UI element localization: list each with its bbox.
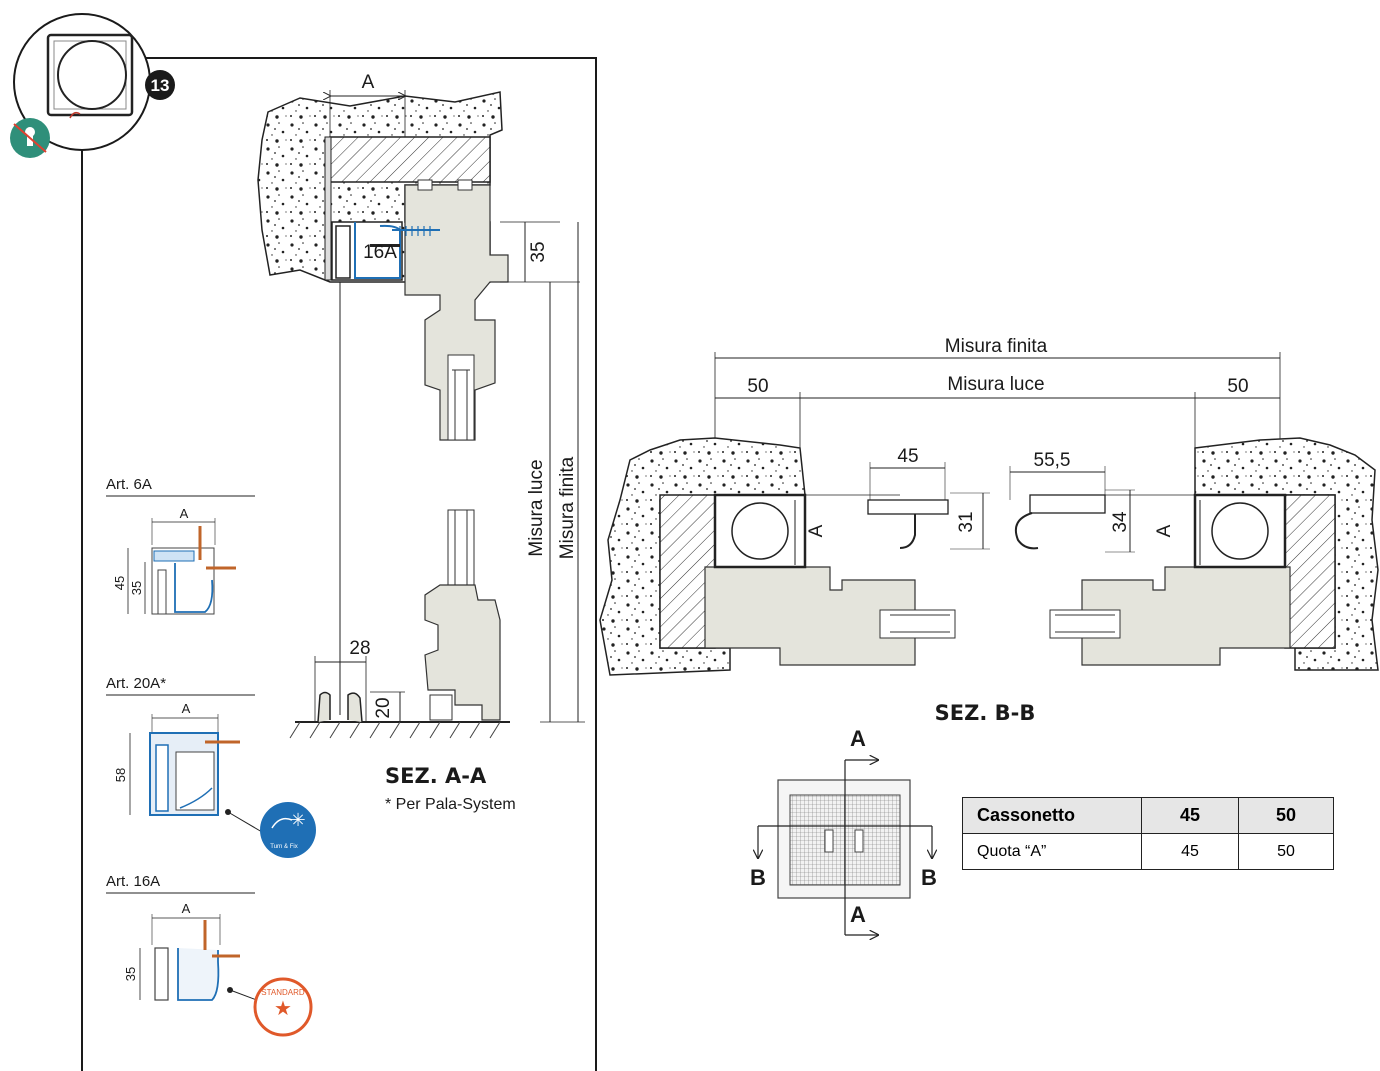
- cassonetto-table: Cassonetto 45 50 Quota “A” 45 50: [962, 797, 1334, 870]
- key-plan-a-bottom: A: [850, 902, 866, 927]
- section-aa-frame: [81, 57, 597, 1071]
- section-bb-right-box: A: [1100, 493, 1287, 569]
- dim-misura-luce-aa: Misura luce: [526, 282, 551, 722]
- bb-dim-34: 34: [1110, 511, 1131, 533]
- dim-35-label: 35: [528, 241, 549, 262]
- key-plan-b-right: B: [921, 865, 937, 890]
- standard-badge-text: STANDARD: [261, 988, 305, 997]
- bb-dim-50-right: 50: [1227, 376, 1248, 397]
- article-20a-dim-a: A: [182, 701, 191, 716]
- section-bb-right-wall: [1049, 437, 1379, 671]
- article-6a-title: Art. 6A: [106, 476, 152, 493]
- callout-number-badge: 13: [145, 70, 175, 100]
- bb-dim-31: 31: [956, 511, 977, 532]
- bb-dim-50-left: 50: [747, 376, 768, 397]
- key-plan: A A B B: [750, 726, 937, 935]
- bb-dim-55-5: 55,5: [1034, 450, 1071, 471]
- misura-luce-label: Misura luce: [526, 459, 547, 556]
- table-cell: 45: [1141, 833, 1239, 870]
- bb-dim-a-left: A: [806, 524, 827, 537]
- standard-badge: ★ STANDARD: [253, 977, 313, 1037]
- dim-20-label: 20: [373, 697, 394, 718]
- section-bb-left-box: A: [713, 493, 900, 569]
- label-16a: 16A: [363, 242, 397, 263]
- dim-a-label: A: [362, 72, 375, 93]
- bb-dim-45: 45: [897, 446, 918, 467]
- table-header-row: Cassonetto 45 50: [962, 797, 1334, 834]
- dim-28-label: 28: [349, 638, 370, 659]
- article-16a-dim-35: 35: [123, 967, 138, 981]
- profile-45: 45 31: [867, 446, 990, 550]
- turn-fix-badge: ✳ Turn & Fix: [260, 802, 316, 858]
- turn-fix-badge-text: Turn & Fix: [270, 844, 297, 850]
- dim-misura-finita-aa: Misura finita: [540, 222, 585, 723]
- article-16a: Art. 16A A 35: [106, 873, 263, 1003]
- key-plan-b-left: B: [750, 865, 766, 890]
- article-6a-dim-45: 45: [112, 576, 127, 590]
- callout-number: 13: [151, 76, 170, 95]
- article-20a-dim-58: 58: [113, 768, 128, 782]
- section-aa-window-bottom: [424, 509, 501, 721]
- section-aa-note: * Per Pala-System: [385, 796, 516, 813]
- table-header-cell: 50: [1238, 797, 1334, 834]
- table-header-cell: 45: [1141, 797, 1239, 834]
- section-aa-window-frame: [404, 179, 509, 441]
- key-plan-a-top: A: [850, 726, 866, 751]
- article-16a-title: Art. 16A: [106, 873, 160, 890]
- table-cell: 50: [1238, 833, 1334, 870]
- section-aa-floor: [289, 282, 510, 739]
- section-bb-left-wall: [599, 437, 956, 676]
- misura-finita-label: Misura finita: [557, 456, 578, 559]
- dim-20-aa: 20: [370, 691, 405, 722]
- svg-text:✳: ✳: [290, 810, 305, 830]
- section-bb-title: SEZ. B-B: [935, 701, 1036, 725]
- detail-callout: [13, 13, 151, 151]
- article-6a: Art. 6A A 45 35: [106, 476, 255, 615]
- article-20a-title: Art. 20A*: [106, 675, 166, 692]
- dim-28-aa: 28: [314, 638, 371, 722]
- bb-misura-finita: Misura finita: [945, 336, 1048, 357]
- article-6a-dim-a: A: [180, 506, 189, 521]
- section-bb-top-dims: Misura finita 50 50 Misura luce: [714, 336, 1281, 500]
- article-20a: Art. 20A* A 58: [106, 675, 263, 833]
- table-header-cell: Cassonetto: [962, 797, 1142, 834]
- article-16a-dim-a: A: [182, 901, 191, 916]
- bb-misura-luce: Misura luce: [947, 374, 1044, 395]
- dim-35-aa: 35: [500, 221, 580, 283]
- section-aa-title: SEZ. A-A: [385, 764, 487, 788]
- profile-55-5: 55,5 34: [1009, 450, 1135, 553]
- no-drill-icon: [10, 118, 50, 158]
- profile-16a-top: [331, 221, 440, 281]
- svg-text:★: ★: [274, 998, 292, 1020]
- article-6a-dim-35: 35: [129, 581, 144, 595]
- table-row: Quota “A” 45 50: [962, 833, 1334, 870]
- bb-dim-a-right: A: [1154, 524, 1175, 537]
- table-cell: Quota “A”: [962, 833, 1142, 870]
- dim-a-aa: A: [330, 72, 405, 137]
